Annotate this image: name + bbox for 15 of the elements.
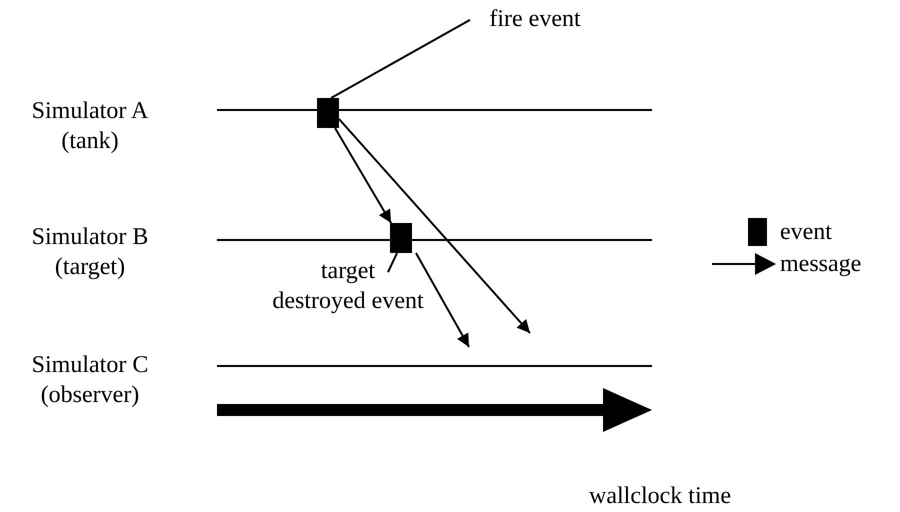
legend-label: event bbox=[780, 218, 832, 247]
annotation-text: target destroyed event bbox=[272, 257, 424, 316]
leader-line bbox=[387, 252, 398, 273]
event-marker bbox=[390, 223, 412, 253]
legend-label: message bbox=[780, 250, 862, 279]
message-arrow bbox=[334, 128, 392, 224]
axis-label: wallclock time bbox=[588, 482, 732, 511]
leader-line bbox=[330, 19, 470, 99]
timeline-label: Simulator A (tank) bbox=[30, 97, 150, 156]
message-arrow bbox=[338, 118, 531, 334]
annotation-text: fire event bbox=[488, 5, 582, 34]
event-marker bbox=[317, 98, 339, 128]
message-arrow bbox=[415, 252, 470, 348]
timeline-label: Simulator C (observer) bbox=[30, 351, 150, 410]
timeline-label: Simulator B (target) bbox=[30, 223, 150, 282]
